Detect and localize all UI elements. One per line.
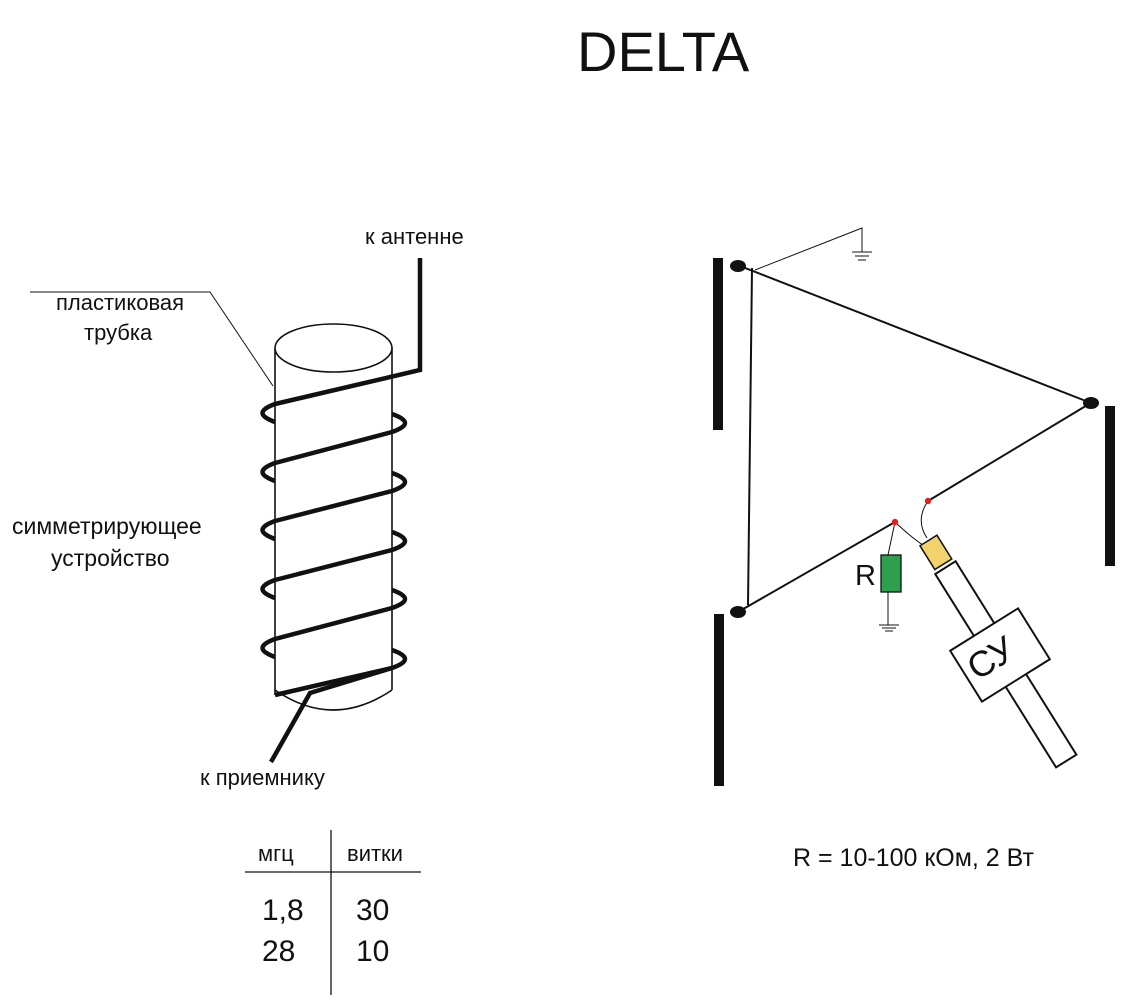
feed-wire-right [920, 500, 929, 539]
plastic-tube-leader-line [30, 291, 274, 387]
loop-wire-lower-left [737, 521, 896, 613]
coax-connector [918, 534, 953, 571]
feed-wire-left [894, 521, 924, 546]
resistor-branch [879, 521, 902, 632]
table-cell-frequency-row1: 1,8 [262, 894, 304, 927]
top-ground-symbol [754, 227, 872, 271]
junction-left [891, 518, 899, 526]
coil-winding [260, 401, 408, 698]
loop-wire-left [747, 267, 753, 606]
resistor-spec-formula: R = 10-100 кОм, 2 Вт [793, 844, 1034, 872]
mast-right [1105, 406, 1115, 566]
table-cell-turns-row1: 30 [356, 894, 390, 927]
insulator-bottom-left [730, 606, 746, 618]
plastic-tube-label-line1: пластиковая [56, 290, 185, 315]
junction-right [924, 497, 932, 505]
to-antenna-label: к антенне [365, 224, 464, 249]
balun-label-line2: устройство [51, 545, 170, 571]
tube-bottom-arc [274, 689, 393, 711]
to-receiver-label: к приемнику [200, 765, 325, 790]
balun-label-line1: симметрирующее [12, 513, 202, 539]
mast-bottom-left [714, 614, 724, 786]
plastic-tube-label-line2: трубка [84, 320, 153, 345]
antenna-lead-wire [274, 258, 423, 407]
resistor-label: R [855, 560, 876, 592]
loop-wire-lower-right [927, 403, 1090, 502]
tube-top-ellipse [274, 323, 393, 373]
coil-assembly [30, 258, 423, 764]
table-header-turns: витки [347, 841, 403, 866]
turns-table-grid [245, 830, 421, 995]
receiver-lead-wire [269, 665, 393, 764]
table-header-frequency: мгц [258, 841, 294, 866]
balun-box [948, 606, 1052, 704]
delta-antenna [713, 227, 1115, 786]
diagram-title: DELTA [577, 20, 750, 83]
insulator-right [1083, 397, 1099, 409]
loop-wire-top [739, 265, 1092, 404]
mast-top-left [713, 258, 723, 430]
table-cell-turns-row2: 10 [356, 935, 390, 968]
table-cell-frequency-row2: 28 [262, 935, 296, 968]
insulator-top-left [730, 260, 746, 272]
resistor-body [880, 554, 902, 593]
